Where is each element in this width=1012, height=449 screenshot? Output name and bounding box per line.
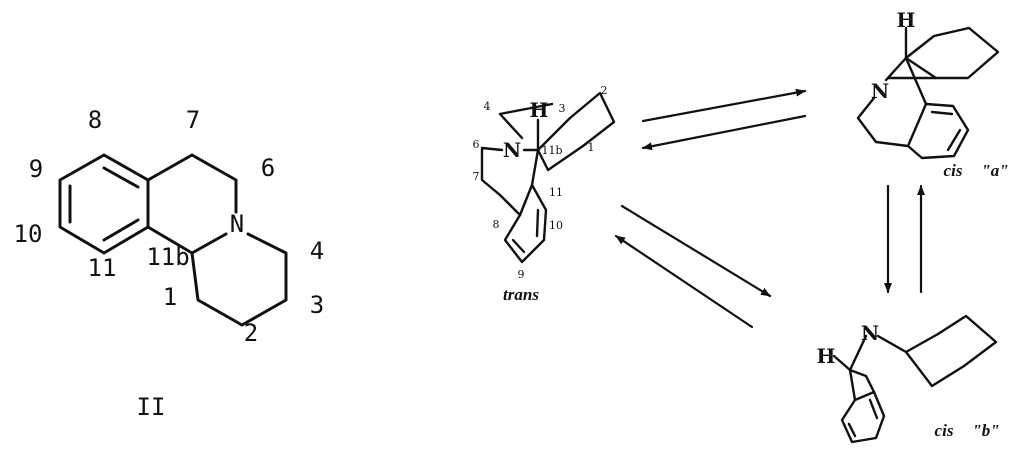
atom-number-9: 9 [29, 155, 43, 183]
atom-number-6: 6 [473, 138, 480, 151]
atom-number-8: 8 [88, 106, 102, 134]
atom-number-3: 3 [310, 291, 324, 319]
aromatic-inner-bond [102, 218, 140, 242]
aromatic-inner-bond [946, 128, 962, 152]
nitrogen-atom: N [503, 138, 521, 162]
trans-conformer: H N 4 3 2 1 6 7 11b 11 10 8 9 trans [473, 84, 616, 304]
atom-number-8: 8 [493, 218, 500, 231]
aromatic-inner-bond [847, 422, 857, 438]
chair-bonds [876, 314, 998, 388]
atom-number-11: 11 [88, 254, 117, 282]
ring-b-bonds [480, 146, 522, 217]
atom-number-9: 9 [518, 268, 525, 281]
compound-label-ii: II [137, 393, 166, 421]
ring-c-bonds [190, 232, 288, 327]
aromatic-inner-bond [511, 238, 526, 254]
hydrogen-atom: H [897, 8, 916, 32]
atom-number-1: 1 [588, 141, 595, 154]
atom-number-2: 2 [601, 84, 608, 97]
atom-number-4: 4 [310, 237, 324, 265]
arrow-trans-to-cis-a [641, 88, 807, 123]
nitrogen-atom: N [871, 79, 889, 103]
atom-number-11b: 11b [146, 243, 189, 271]
bond-c11b-c11a [848, 368, 857, 402]
atom-number-1: 1 [163, 283, 177, 311]
aromatic-inner-bond [535, 208, 540, 238]
arrow-trans-to-cis-b [620, 204, 772, 298]
ring-b-bonds [856, 96, 910, 148]
ring-b-bonds [146, 153, 238, 214]
arrow-cis-b-to-trans [614, 234, 754, 329]
hydrogen-atom: H [530, 98, 549, 122]
bond-h-c11b [832, 354, 852, 372]
trans-label: trans [503, 285, 539, 304]
nitrogen-atom: N [230, 210, 244, 238]
aromatic-ring [503, 183, 548, 264]
bond-n-c11b [884, 56, 908, 82]
atom-number-3: 3 [559, 102, 566, 115]
bond-n-c11b [848, 334, 868, 372]
cis-a-conformer: H N cis "a" [856, 8, 1009, 180]
atom-number-7: 7 [473, 170, 480, 183]
bond-c11a-c11b [146, 225, 194, 255]
cis-b-label-tag: "b" [972, 421, 999, 440]
atom-number-2: 2 [244, 319, 258, 347]
chair-bonds [536, 91, 616, 172]
atom-number-7: 7 [186, 106, 200, 134]
atom-number-10: 10 [14, 220, 43, 248]
bond-c11b-c11a [904, 56, 928, 106]
atom-number-10: 10 [549, 219, 563, 232]
ring-b-bonds [848, 368, 876, 394]
bond-c11b-n [190, 232, 228, 255]
aromatic-ring [906, 102, 970, 160]
bond-c4-c3 [498, 102, 554, 116]
cis-b-conformer: N H cis "b" [817, 314, 1000, 444]
cis-b-label-word: cis [935, 421, 954, 440]
aromatic-ring [840, 390, 886, 444]
equilibrium-arrows [614, 88, 925, 329]
hydrogen-atom: H [817, 344, 836, 368]
atom-number-6: 6 [261, 154, 275, 182]
cis-a-label-word: cis [944, 161, 963, 180]
cis-a-label-tag: "a" [981, 161, 1008, 180]
atom-number-11b: 11b [541, 144, 562, 157]
bond-n-c4 [498, 112, 524, 140]
arrow-cis-a-to-trans [641, 114, 807, 151]
chair-bonds [904, 26, 1000, 80]
nitrogen-atom: N [861, 321, 879, 345]
atom-number-4: 4 [484, 100, 491, 113]
atom-number-11: 11 [549, 186, 563, 199]
aromatic-inner-bond [930, 110, 954, 116]
aromatic-inner-bond [868, 398, 879, 420]
aromatic-inner-bond [102, 166, 140, 189]
structure-ii: N 8 7 6 9 10 11 11b 1 2 3 4 II [14, 106, 325, 421]
bond-c11b-c11a [530, 148, 540, 187]
